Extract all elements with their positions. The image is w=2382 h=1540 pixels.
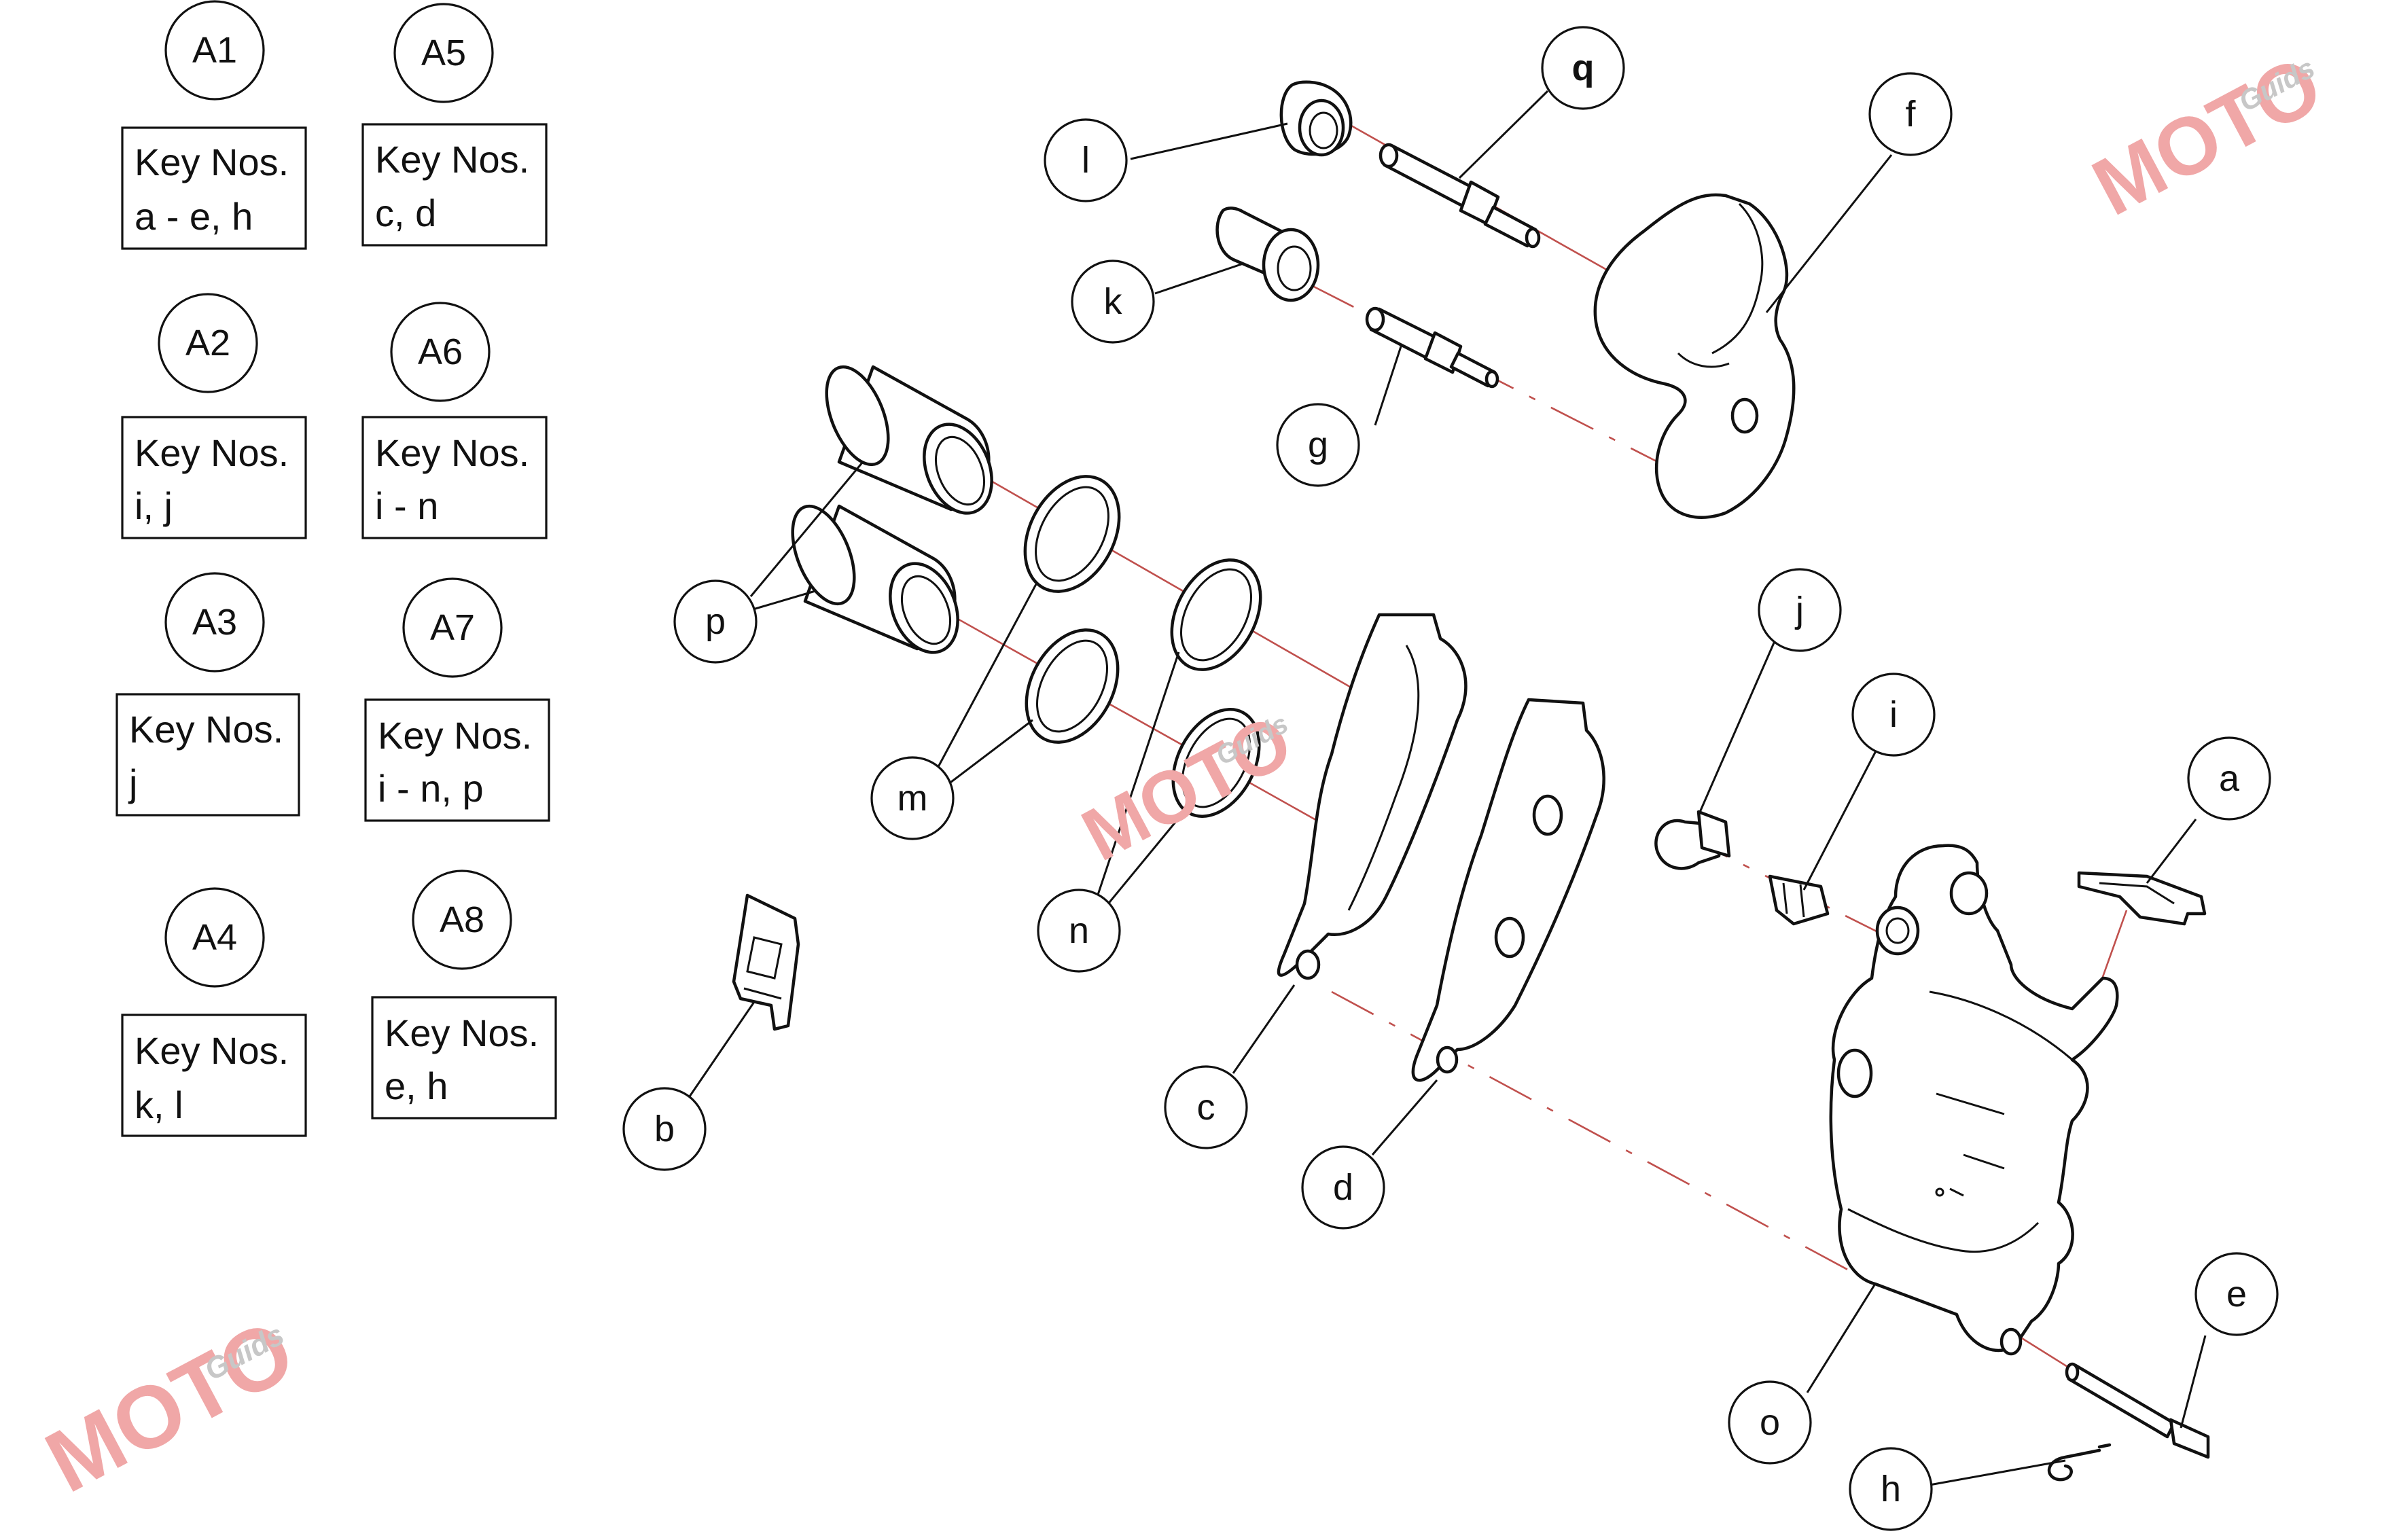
svg-text:A8: A8 <box>440 899 484 940</box>
callout-a: a <box>2187 736 2271 821</box>
svg-text:k: k <box>1104 281 1123 322</box>
callout-f: f <box>1868 72 1953 156</box>
callout-j: j <box>1758 568 1842 652</box>
svg-text:b: b <box>654 1109 675 1149</box>
assembly-a4-keys: Key Nos. k, l <box>121 1014 307 1137</box>
assembly-a5-label: A5 <box>393 3 494 103</box>
svg-text:a: a <box>2219 758 2240 799</box>
svg-text:q: q <box>1572 48 1595 88</box>
watermark-top-right: MOTO Guids <box>2078 39 2336 233</box>
svg-text:k, l: k, l <box>135 1084 183 1126</box>
callout-d: d <box>1301 1145 1385 1230</box>
svg-text:m: m <box>897 778 928 819</box>
svg-text:i - n: i - n <box>375 484 438 527</box>
callout-e: e <box>2194 1252 2279 1336</box>
callout-g: g <box>1276 403 1360 487</box>
leader-lines <box>688 90 2207 1486</box>
callout-p: p <box>673 579 758 664</box>
svg-text:c, d: c, d <box>375 192 436 234</box>
callout-k: k <box>1071 259 1155 344</box>
svg-text:o: o <box>1760 1402 1780 1443</box>
svg-text:A5: A5 <box>421 33 466 73</box>
svg-text:n: n <box>1069 910 1089 951</box>
svg-text:Key Nos.: Key Nos. <box>135 431 289 474</box>
slide-pin-lower-part <box>1365 306 1499 389</box>
callouts: a b c d e f g h i j k l m n o p <box>622 26 2279 1531</box>
svg-text:d: d <box>1333 1167 1353 1208</box>
svg-text:A1: A1 <box>192 30 237 71</box>
assembly-a1-keys: Key Nos. a - e, h <box>121 126 307 250</box>
svg-text:f: f <box>1905 94 1916 135</box>
pistons-part <box>791 365 993 654</box>
svg-text:a - e, h: a - e, h <box>135 195 253 238</box>
seals-part <box>1023 475 1262 818</box>
assembly-a7-keys: Key Nos. i - n, p <box>364 698 550 822</box>
pad-pin-part <box>2065 1362 2210 1459</box>
svg-text:e, h: e, h <box>385 1064 448 1107</box>
svg-text:l: l <box>1082 140 1090 181</box>
caliper-bracket-part <box>1593 193 1796 519</box>
assembly-a2-label: A2 <box>158 293 258 393</box>
svg-text:j: j <box>128 762 137 804</box>
caliper-body-part <box>1829 844 2119 1356</box>
svg-text:g: g <box>1308 425 1328 465</box>
pad-spring-part <box>2077 871 2207 926</box>
slide-pin-upper-part <box>1379 143 1541 249</box>
svg-text:Key Nos.: Key Nos. <box>385 1011 539 1054</box>
callout-b: b <box>622 1087 707 1171</box>
assembly-a7-label: A7 <box>402 577 503 678</box>
callout-o: o <box>1728 1380 1812 1465</box>
svg-text:Key Nos.: Key Nos. <box>135 141 289 183</box>
watermark-bottom-left: MOTO Guids <box>31 1300 310 1511</box>
svg-text:A3: A3 <box>192 602 237 643</box>
callout-q: q <box>1541 26 1625 110</box>
svg-text:i: i <box>1889 694 1898 735</box>
svg-text:A2: A2 <box>185 323 230 363</box>
assembly-a1-label: A1 <box>164 0 265 101</box>
watermark-center: MOTO Guids <box>1069 699 1305 878</box>
pad-retainer-part <box>732 893 800 1031</box>
callout-c: c <box>1164 1065 1248 1149</box>
svg-text:i, j: i, j <box>135 484 173 527</box>
assembly-a6-keys: Key Nos. i - n <box>361 416 548 539</box>
svg-text:i - n, p: i - n, p <box>378 767 484 810</box>
svg-text:Key Nos.: Key Nos. <box>378 714 532 757</box>
assembly-a2-keys: Key Nos. i, j <box>121 416 307 539</box>
assembly-a4-label: A4 <box>164 887 265 988</box>
svg-text:A6: A6 <box>418 332 463 372</box>
assembly-a6-label: A6 <box>390 302 491 402</box>
rubber-boot-k-part <box>1215 207 1320 302</box>
assembly-a8-keys: Key Nos. e, h <box>371 996 557 1120</box>
callout-l: l <box>1044 118 1128 202</box>
assembly-a3-keys: Key Nos. j <box>115 693 300 817</box>
callout-m: m <box>870 756 955 840</box>
brake-pad-c-part <box>1277 613 1468 980</box>
callout-h: h <box>1849 1447 1933 1531</box>
rubber-boot-l-part <box>1279 80 1353 157</box>
svg-text:Key Nos.: Key Nos. <box>135 1029 289 1072</box>
pin-clip-part <box>2047 1443 2112 1482</box>
svg-text:Key Nos.: Key Nos. <box>375 138 529 181</box>
assembly-key-table: A1 Key Nos. a - e, h A2 Key Nos. i, j A3… <box>115 0 557 1137</box>
svg-text:p: p <box>705 601 726 642</box>
svg-text:Key Nos.: Key Nos. <box>129 708 283 751</box>
assembly-a5-keys: Key Nos. c, d <box>361 123 548 247</box>
callout-n: n <box>1037 889 1121 973</box>
svg-text:h: h <box>1881 1469 1901 1509</box>
svg-text:Key Nos.: Key Nos. <box>375 431 529 474</box>
svg-text:A4: A4 <box>192 917 237 958</box>
bleed-valve-part <box>1768 874 1830 926</box>
callout-i: i <box>1851 673 1936 757</box>
assembly-a8-label: A8 <box>412 870 512 970</box>
bleed-cap-part <box>1654 810 1731 870</box>
svg-text:c: c <box>1197 1087 1215 1128</box>
assembly-a3-label: A3 <box>164 572 265 673</box>
svg-text:A7: A7 <box>430 607 475 648</box>
svg-text:j: j <box>1794 590 1804 630</box>
svg-text:e: e <box>2226 1274 2247 1314</box>
brake-pad-d-part <box>1411 698 1605 1082</box>
